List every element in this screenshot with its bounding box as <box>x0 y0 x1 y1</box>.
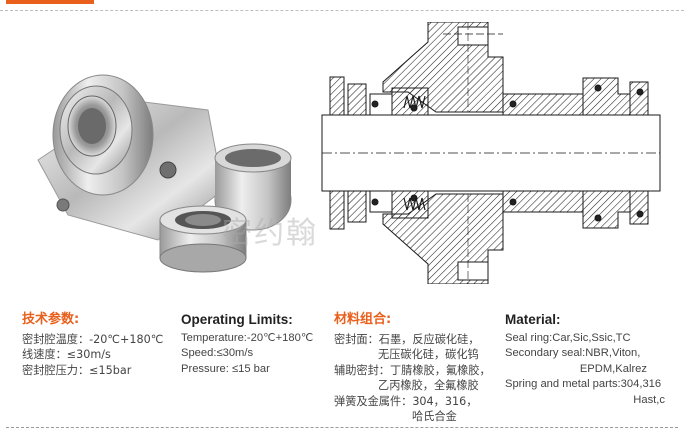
material-cn-line: 哈氏合金 <box>412 410 457 423</box>
specs-en-line: Temperature:-20℃+180℃ <box>181 331 314 344</box>
specs-cn-line: 密封腔温度：-20℃+180℃ <box>22 332 164 346</box>
material-cn-column: 材料组合: 密封面：石墨，反应碳化硅， 无压碳化硅，碳化钨 辅助密封：丁腈橡胶，… <box>334 312 500 425</box>
material-en-line: Seal ring:Car,Sic,Ssic,TC <box>505 331 631 344</box>
material-en-line: Hast,c <box>633 393 665 406</box>
section-title-badge <box>6 0 94 4</box>
material-cn-line: 辅助密封：丁腈橡胶，氟橡胶， <box>334 363 491 377</box>
material-cn-line: 乙丙橡胶，全氟橡胶 <box>378 379 479 392</box>
top-header-bar <box>0 0 684 12</box>
material-en-line: Secondary seal:NBR,Viton, <box>505 347 641 359</box>
material-en-line: Spring and metal parts:304,316 <box>505 378 662 390</box>
main-seal-assembly <box>37 74 224 241</box>
stationary-ring <box>159 205 247 273</box>
material-cn-line: 无压碳化硅，碳化钨 <box>378 348 479 361</box>
specs-en-heading: Operating Limits: <box>181 312 293 327</box>
material-cn-line: 密封面：石墨，反应碳化硅， <box>334 332 480 346</box>
watermark-text: 密约翰 <box>222 216 318 251</box>
material-cn-heading: 材料组合: <box>334 312 392 327</box>
specs-cn-line: 线速度：≤30m/s <box>22 348 111 361</box>
specs-en-line: Speed:≤30m/s <box>181 347 254 359</box>
material-cn-line: 弹簧及金属件：304，316， <box>334 394 478 408</box>
material-en-line: EPDM,Kalrez <box>579 362 647 375</box>
top-divider <box>0 10 684 11</box>
specs-cn-line: 密封腔压力：≤15bar <box>22 363 132 377</box>
material-en-column: Material: Seal ring:Car,Sic,Ssic,TC Seco… <box>505 312 675 408</box>
specs-cn-column: 技术参数: 密封腔温度：-20℃+180℃ 线速度：≤30m/s 密封腔压力：≤… <box>22 312 182 378</box>
specs-en-line: Pressure: ≤15 bar <box>181 362 270 375</box>
product-photo <box>37 74 292 273</box>
specs-cn-heading: 技术参数: <box>22 312 80 327</box>
bottom-divider <box>6 427 678 428</box>
specs-en-column: Operating Limits: Temperature:-20℃+180℃ … <box>181 312 331 377</box>
material-en-heading: Material: <box>505 312 561 327</box>
cross-section-drawing <box>321 22 661 284</box>
